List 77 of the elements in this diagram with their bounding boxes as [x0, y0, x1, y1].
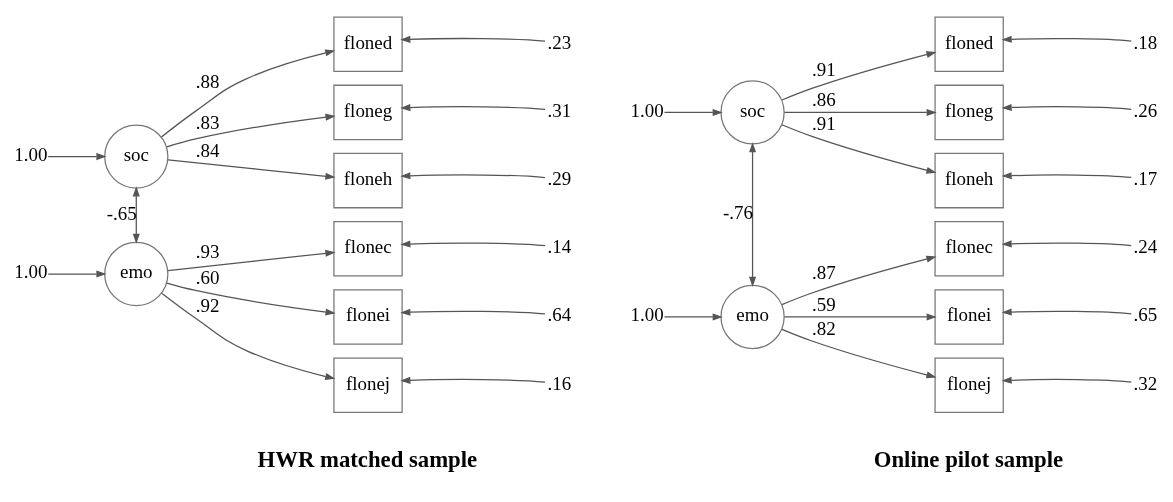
node-box: flonei — [333, 289, 403, 345]
arrow — [161, 292, 336, 380]
node-text: .18 — [1133, 31, 1158, 53]
arrow — [166, 282, 336, 316]
arrow — [160, 49, 336, 138]
arrow — [400, 376, 546, 384]
node-box: floneh — [333, 152, 403, 209]
arrow — [781, 328, 937, 379]
node-box: floneg — [333, 84, 403, 141]
edge-label: .91 — [812, 113, 836, 135]
node-text: .29 — [547, 168, 572, 190]
arrow — [400, 104, 546, 112]
arrow — [132, 186, 140, 244]
arrow — [1001, 240, 1132, 248]
node-box: flonej — [934, 357, 1004, 413]
node-text: .16 — [547, 372, 572, 394]
node-box: flonej — [333, 357, 403, 413]
label: HWR matched sample — [257, 446, 478, 472]
edge-label: .92 — [195, 294, 220, 316]
node-box: floneh — [934, 152, 1004, 209]
node-circle: soc — [720, 80, 785, 145]
arrow — [166, 113, 336, 148]
arrow — [400, 240, 546, 248]
edge-label: .60 — [195, 267, 220, 289]
arrow — [1001, 308, 1132, 316]
node-text: .65 — [1133, 304, 1158, 326]
edge-label: -.65 — [106, 202, 137, 224]
node-text: .31 — [547, 99, 572, 121]
edge-label: .86 — [812, 89, 836, 111]
edge-label: .83 — [195, 111, 220, 133]
node-box: floned — [333, 16, 403, 72]
node-text: 1.00 — [630, 99, 664, 121]
node-box: flonec — [333, 221, 403, 277]
arrow — [781, 51, 937, 101]
arrow — [400, 172, 546, 180]
arrow — [781, 255, 937, 306]
arrow — [663, 313, 723, 321]
arrow — [47, 153, 107, 161]
edge-label: .88 — [195, 71, 220, 93]
node-circle: soc — [104, 124, 169, 189]
node-box: flonei — [934, 289, 1004, 345]
arrow — [47, 270, 107, 278]
arrow — [663, 108, 723, 116]
arrow — [1001, 103, 1132, 111]
arrow — [1001, 35, 1132, 43]
node-text: .17 — [1133, 168, 1158, 190]
node-text: .26 — [1133, 99, 1158, 121]
node-box: flonec — [934, 221, 1004, 277]
node-circle: emo — [104, 241, 169, 307]
node-text: .32 — [1133, 372, 1158, 394]
label: Online pilot sample — [873, 446, 1064, 472]
arrow — [749, 142, 757, 287]
node-text: .23 — [547, 31, 572, 53]
edge-label: .59 — [812, 293, 836, 315]
arrow — [400, 308, 546, 316]
arrow — [781, 124, 937, 174]
node-text: .64 — [547, 304, 572, 326]
node-box: floned — [934, 16, 1004, 72]
arrow — [783, 313, 937, 321]
node-box: floneg — [934, 84, 1004, 141]
edge-label: .84 — [195, 139, 220, 161]
node-text: 1.00 — [14, 261, 48, 283]
arrow — [1001, 172, 1132, 180]
node-text: 1.00 — [14, 144, 48, 166]
arrow — [167, 159, 336, 180]
edge-label: .87 — [812, 262, 836, 284]
edge-label: .93 — [195, 240, 220, 262]
edge-label: .82 — [812, 317, 836, 339]
arrow — [783, 108, 937, 116]
node-text: 1.00 — [630, 304, 664, 326]
arrow — [167, 249, 336, 272]
arrow — [1001, 376, 1132, 384]
arrow — [400, 35, 546, 43]
node-circle: emo — [720, 284, 785, 350]
edge-label: .91 — [812, 58, 836, 80]
node-text: .24 — [1133, 236, 1158, 258]
node-text: .14 — [547, 236, 572, 258]
